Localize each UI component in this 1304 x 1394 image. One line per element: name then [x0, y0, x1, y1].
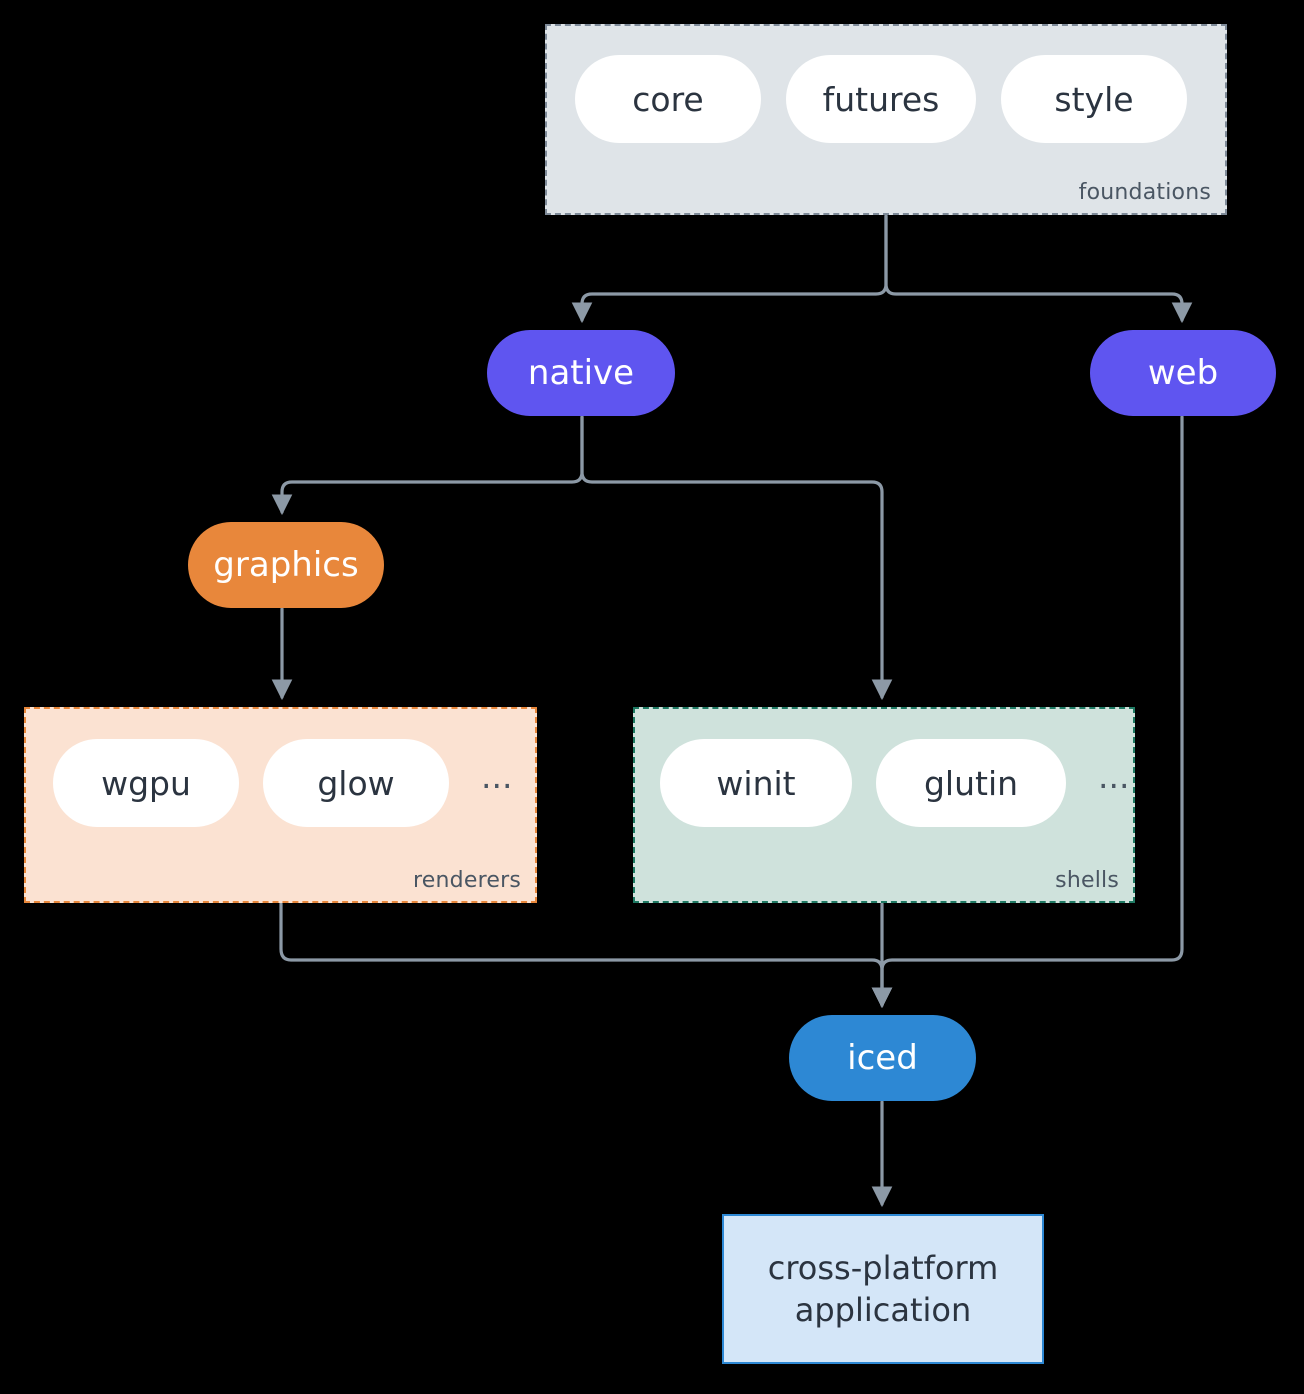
group-renderers: wgpu glow ... renderers — [24, 707, 537, 903]
node-web[interactable]: web — [1090, 330, 1276, 416]
group-shells: winit glutin ... shells — [633, 707, 1135, 903]
node-native[interactable]: native — [487, 330, 675, 416]
edge-foundations-native — [571, 214, 888, 324]
group-label-foundations: foundations — [1078, 180, 1211, 205]
node-glutin[interactable]: glutin — [876, 739, 1066, 827]
shells-items: winit glutin ... — [660, 739, 1129, 827]
shells-ellipsis: ... — [1098, 756, 1130, 796]
application-line-1: cross-platform — [767, 1248, 999, 1287]
node-winit[interactable]: winit — [660, 739, 852, 827]
group-label-shells: shells — [1055, 868, 1119, 893]
edge-native-shells — [580, 415, 893, 701]
edge-foundations-web — [884, 214, 1193, 324]
node-core[interactable]: core — [575, 55, 761, 143]
node-glow[interactable]: glow — [263, 739, 449, 827]
group-foundations: core futures style foundations — [545, 24, 1227, 215]
node-graphics[interactable]: graphics — [188, 522, 384, 608]
node-futures[interactable]: futures — [786, 55, 976, 143]
node-cross-platform-application[interactable]: cross-platform application — [722, 1214, 1044, 1364]
renderers-ellipsis: ... — [481, 756, 513, 796]
foundations-items: core futures style — [575, 55, 1187, 143]
edge-native-graphics — [271, 415, 584, 516]
node-style[interactable]: style — [1001, 55, 1187, 143]
renderers-items: wgpu glow ... — [53, 739, 512, 827]
node-iced[interactable]: iced — [789, 1015, 976, 1101]
group-label-renderers: renderers — [413, 868, 521, 893]
edge-renderers-iced — [279, 902, 893, 1009]
application-line-2: application — [794, 1291, 972, 1329]
node-wgpu[interactable]: wgpu — [53, 739, 239, 827]
